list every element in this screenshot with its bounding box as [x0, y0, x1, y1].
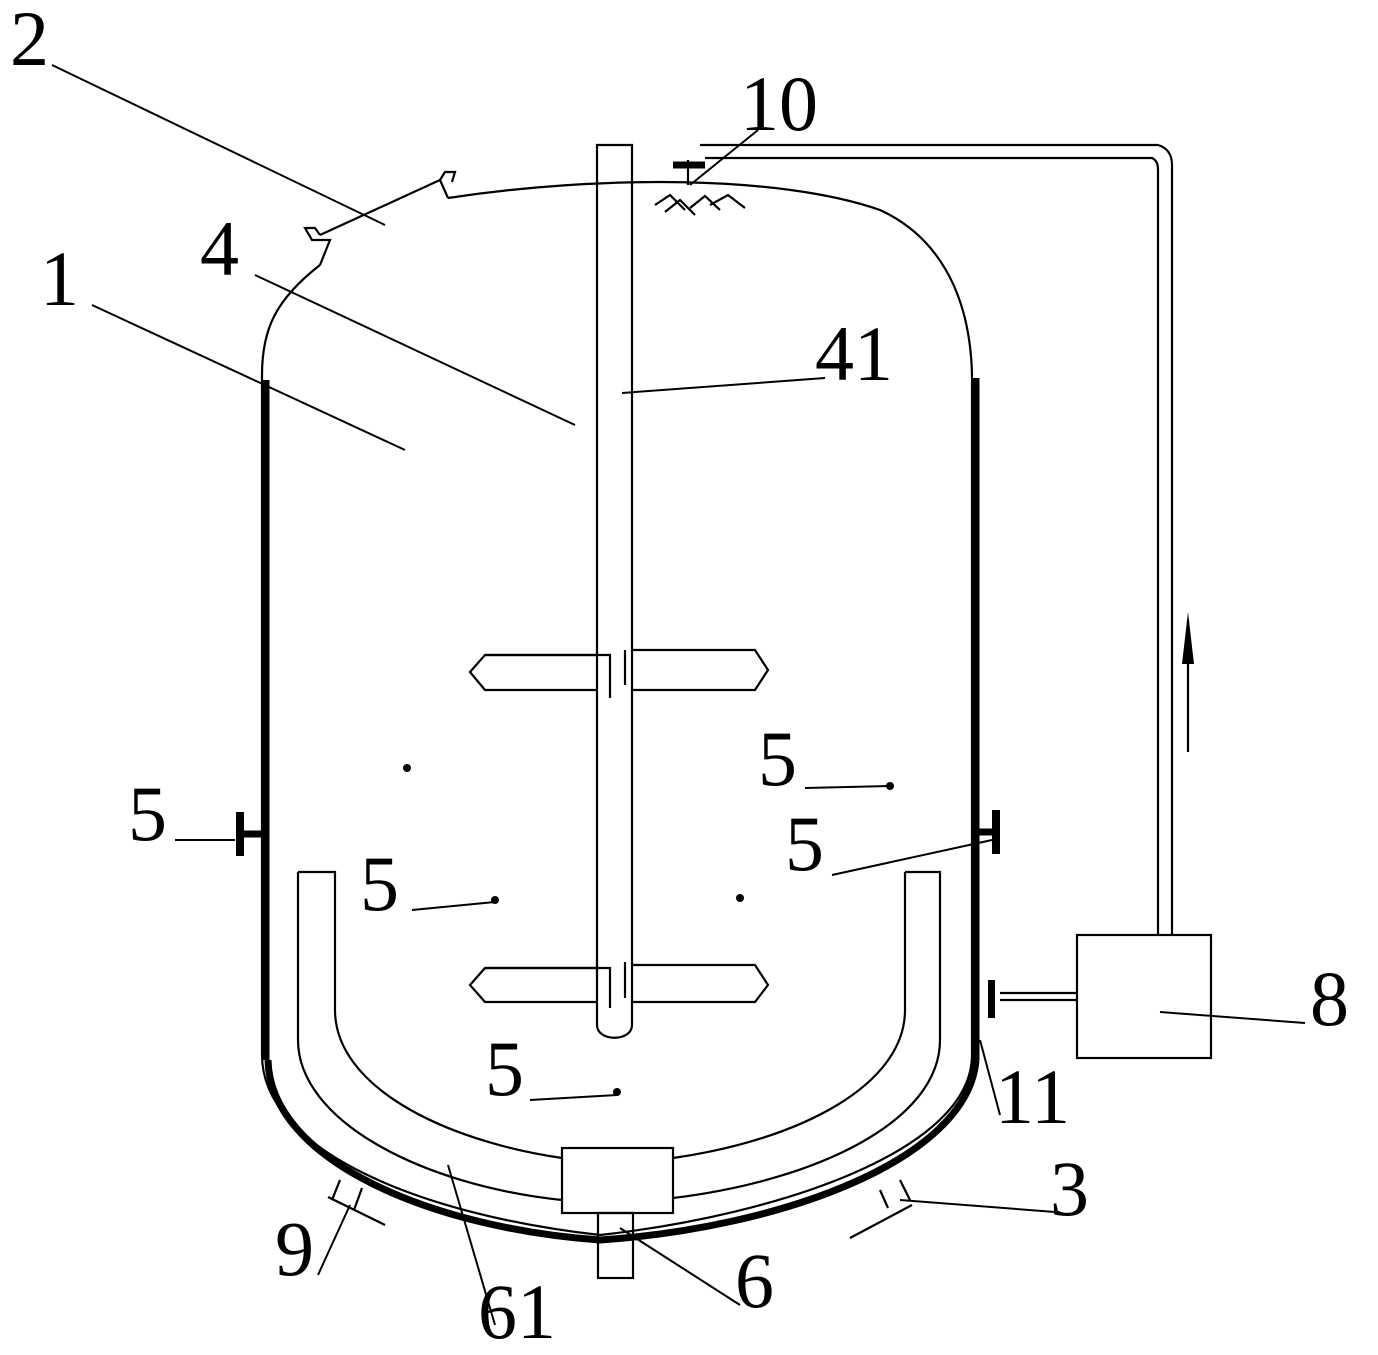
label-5-left: 5	[128, 770, 167, 857]
bottom-outlet	[560, 1146, 675, 1280]
label-9: 9	[275, 1205, 314, 1292]
stirring-shaft	[595, 143, 634, 1039]
leader-lines	[51, 64, 1306, 1326]
label-2: 2	[10, 0, 49, 82]
part-labels: 2 1 4 41 10 5 5 5 5 5 8 11 3 6 61 9	[10, 0, 1349, 1355]
label-6: 6	[735, 1237, 774, 1324]
support-feet	[327, 1179, 913, 1239]
label-5-center: 5	[360, 840, 399, 927]
label-4: 4	[200, 205, 239, 292]
upper-paddle	[468, 648, 770, 698]
tank-vessel	[260, 180, 980, 1244]
feed-inlet	[303, 170, 457, 266]
spray-head	[654, 160, 746, 216]
circulation-unit	[988, 933, 1213, 1060]
label-5-bottom: 5	[485, 1025, 524, 1112]
label-1: 1	[40, 235, 79, 322]
label-61: 61	[478, 1268, 556, 1355]
label-8: 8	[1310, 955, 1349, 1042]
label-3: 3	[1050, 1145, 1089, 1232]
label-5-upper-right: 5	[758, 715, 797, 802]
recirculation-pipe	[700, 143, 1194, 935]
heating-coil	[296, 870, 942, 1202]
label-11: 11	[995, 1053, 1070, 1140]
label-5-right: 5	[785, 800, 824, 887]
lower-paddle	[468, 962, 770, 1008]
label-10: 10	[740, 60, 818, 147]
label-41: 41	[815, 310, 893, 397]
sensor-ports	[236, 764, 1000, 1096]
